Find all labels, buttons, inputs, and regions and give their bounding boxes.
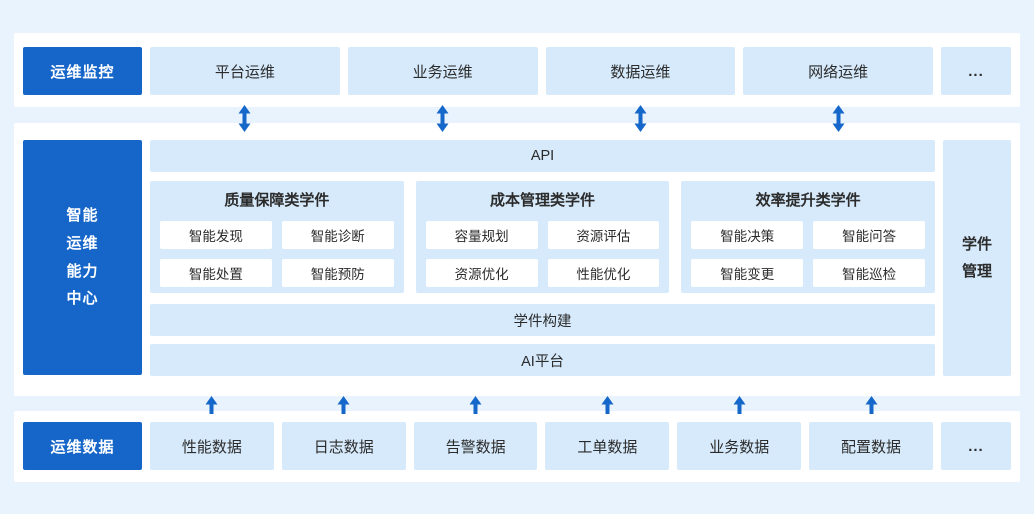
up-arrow-icon [337, 395, 350, 414]
up-arrow-icon [469, 395, 482, 414]
category-title: 质量保障类学件 [224, 192, 330, 209]
ticket-data-box: 工单数据 [545, 422, 670, 470]
up-arrow-icon [601, 395, 614, 414]
up-arrow-log-data [282, 395, 406, 414]
vertical-double-arrow-icon [436, 104, 449, 132]
config-data-box: 配置数据 [809, 422, 933, 470]
data-layer-panel: 运维数据 性能数据 日志数据 告警数据 工单数据 业务数据 配置数据 ... [14, 411, 1020, 482]
double-arrow-business-ops [348, 104, 538, 132]
smart-change-item: 智能变更 [691, 259, 804, 287]
resource-evaluation-item: 资源评估 [547, 221, 660, 249]
monitoring-layer-row: 运维监控 平台运维 业务运维 数据运维 网络运维 ... [23, 47, 1011, 95]
performance-optimization-item: 性能优化 [547, 259, 660, 287]
category-grid: 容量规划 资源评估 资源优化 性能优化 [425, 221, 660, 287]
double-arrow-data-ops [546, 104, 736, 132]
capability-center-content: API 质量保障类学件 智能发现 智能诊断 智能处置 智能预防 成本管理类学件 … [150, 140, 936, 376]
cost-management-category: 成本管理类学件 容量规划 资源评估 资源优化 性能优化 [415, 181, 670, 293]
smart-discovery-item: 智能发现 [160, 221, 272, 249]
up-arrow-alarm-data [414, 395, 538, 414]
efficiency-improvement-category: 效率提升类学件 智能决策 智能问答 智能变更 智能巡检 [681, 181, 936, 293]
smart-inspection-item: 智能巡检 [813, 259, 926, 287]
monitoring-capability-arrows [150, 104, 1011, 132]
more-ops-box: ... [941, 47, 1011, 95]
performance-data-box: 性能数据 [150, 422, 274, 470]
learnware-management-panel: 学件 管理 [943, 140, 1011, 376]
data-layer-row: 运维数据 性能数据 日志数据 告警数据 工单数据 业务数据 配置数据 ... [23, 422, 1011, 470]
up-arrow-icon [865, 395, 878, 414]
arrow-spacer [941, 104, 1011, 132]
capability-center-panel: 智能 运维 能力 中心 API 质量保障类学件 智能发现 智能诊断 智能处置 智… [14, 123, 1020, 396]
up-arrow-business-data [677, 395, 801, 414]
platform-ops-box: 平台运维 [150, 47, 340, 95]
vertical-double-arrow-icon [832, 104, 845, 132]
smart-decision-item: 智能决策 [691, 221, 804, 249]
api-bar: API [150, 140, 935, 172]
learnware-build-bar: 学件构建 [150, 304, 935, 336]
up-arrow-performance-data [150, 395, 274, 414]
category-grid: 智能发现 智能诊断 智能处置 智能预防 [160, 221, 394, 287]
smart-prevention-item: 智能预防 [281, 259, 394, 287]
quality-assurance-category: 质量保障类学件 智能发现 智能诊断 智能处置 智能预防 [150, 181, 404, 293]
data-ops-box: 数据运维 [545, 47, 736, 95]
smart-handling-item: 智能处置 [160, 259, 272, 287]
ai-platform-bar: AI平台 [150, 344, 935, 376]
up-arrow-icon [205, 395, 218, 414]
arrow-spacer [941, 395, 1011, 414]
more-data-box: ... [940, 422, 1011, 470]
learnware-categories-row: 质量保障类学件 智能发现 智能诊断 智能处置 智能预防 成本管理类学件 容量规划… [150, 181, 936, 293]
capability-center-header: 智能 运维 能力 中心 [23, 140, 142, 375]
business-data-box: 业务数据 [677, 422, 802, 470]
data-capability-arrows [150, 395, 1011, 414]
resource-optimization-item: 资源优化 [425, 259, 538, 287]
up-arrow-config-data [809, 395, 933, 414]
capacity-planning-item: 容量规划 [425, 221, 538, 249]
vertical-double-arrow-icon [634, 104, 647, 132]
log-data-box: 日志数据 [281, 422, 406, 470]
category-title: 成本管理类学件 [490, 192, 596, 209]
data-layer-header: 运维数据 [23, 422, 142, 470]
category-title: 效率提升类学件 [755, 192, 861, 209]
monitoring-layer-header: 运维监控 [23, 47, 142, 95]
smart-diagnosis-item: 智能诊断 [281, 221, 394, 249]
network-ops-box: 网络运维 [743, 47, 933, 95]
double-arrow-platform-ops [150, 104, 340, 132]
vertical-double-arrow-icon [238, 104, 251, 132]
category-grid: 智能决策 智能问答 智能变更 智能巡检 [691, 221, 926, 287]
alarm-data-box: 告警数据 [413, 422, 538, 470]
up-arrow-ticket-data [545, 395, 669, 414]
double-arrow-network-ops [743, 104, 933, 132]
smart-qa-item: 智能问答 [813, 221, 926, 249]
monitoring-layer-panel: 运维监控 平台运维 业务运维 数据运维 网络运维 ... [14, 33, 1020, 107]
up-arrow-icon [733, 395, 746, 414]
business-ops-box: 业务运维 [347, 47, 538, 95]
